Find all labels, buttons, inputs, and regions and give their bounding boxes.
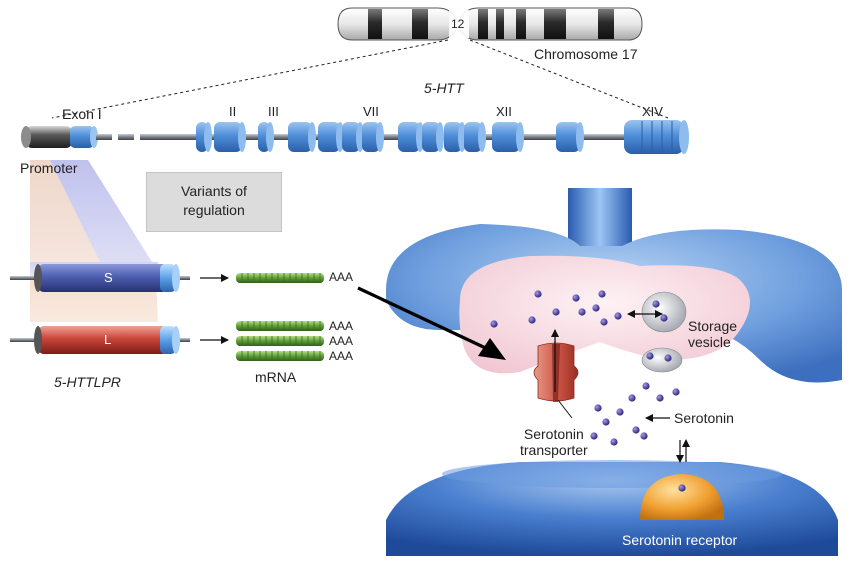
transporter-leader-line <box>557 399 573 419</box>
serotonin-molecules <box>490 290 686 492</box>
exon-block <box>464 122 486 152</box>
exon-block <box>362 122 384 152</box>
exon-i-label: Exon I <box>62 106 102 122</box>
annotation-arrows <box>200 274 690 463</box>
polymorphism-label: 5-HTTLPR <box>54 374 121 390</box>
serotonin-molecule <box>610 438 618 446</box>
exon-block <box>342 122 364 152</box>
gene-name-label: 5-HTT <box>424 80 464 96</box>
mrna-strand <box>236 336 324 346</box>
chromosome-band-label: 12 <box>451 17 465 31</box>
exon-block <box>492 122 524 152</box>
serotonin-molecule <box>656 394 664 402</box>
exon-block <box>258 122 274 152</box>
poly-a-tail-long-1: AAA <box>329 319 354 333</box>
serotonin-receptor-label: Serotonin receptor <box>622 532 738 548</box>
mrna-label: mRNA <box>255 369 297 385</box>
mrna-strand <box>236 321 324 331</box>
exon-block <box>288 122 316 152</box>
exon-xiv-label: XIV <box>642 104 663 119</box>
serotonin-molecule <box>614 312 622 320</box>
serotonin-molecule <box>594 404 602 412</box>
exon-xii-label: XII <box>496 104 512 119</box>
serotonin-molecule <box>660 314 668 322</box>
translation-arrow <box>357 286 495 354</box>
serotonin-molecule <box>572 294 580 302</box>
presynaptic-cytoplasm <box>459 255 750 374</box>
regulation-variants-box: Variants of regulation <box>146 172 282 232</box>
zoom-line-left <box>51 39 449 119</box>
serotonin-molecule <box>490 320 498 328</box>
promoter-label: Promoter <box>20 160 78 176</box>
serotonin-molecule <box>616 408 624 416</box>
serotonin-label: Serotonin <box>674 410 734 426</box>
serotonin-molecule <box>528 316 536 324</box>
exon-block <box>556 122 584 152</box>
serotonin-molecule <box>592 304 600 312</box>
exon-iii-label: III <box>268 104 279 119</box>
mrna-strand <box>236 273 324 283</box>
serotonin-molecule <box>534 290 542 298</box>
exon-ii-label: II <box>229 104 237 119</box>
serotonin-molecule <box>598 290 606 298</box>
poly-a-tail-short: AAA <box>329 270 354 284</box>
regulation-line-1: Variants of <box>181 183 247 199</box>
serotonin-molecule <box>578 308 586 316</box>
poly-a-tail-long-3: AAA <box>329 349 354 363</box>
exon-block <box>444 122 466 152</box>
promoter-block <box>26 126 72 148</box>
serotonin-transporter-label: Serotonin transporter <box>520 426 588 458</box>
serotonin-molecule <box>602 418 610 426</box>
gene-5htt <box>21 120 689 154</box>
serotonin-molecule <box>590 432 598 440</box>
serotonin-receptor <box>640 474 724 520</box>
mrna-strand <box>236 351 324 361</box>
serotonin-transporter <box>533 329 579 419</box>
serotonin-molecule <box>646 352 654 360</box>
exon-block <box>318 122 344 152</box>
exon-block <box>398 122 424 152</box>
serotonin-molecule <box>652 300 660 308</box>
serotonin-molecule <box>552 308 560 316</box>
postsynaptic-neuron <box>386 460 838 556</box>
serotonin-molecule <box>672 388 680 396</box>
long-allele-rod <box>10 326 190 354</box>
serotonin-molecule <box>640 432 648 440</box>
exon-vii-label: VII <box>363 104 379 119</box>
regulation-line-2: regulation <box>183 202 245 218</box>
long-allele-label: L <box>104 332 112 347</box>
storage-vesicle-label: Storage vesicle <box>688 318 738 350</box>
serotonin-molecule <box>664 354 672 362</box>
exon-block-xiv <box>624 120 689 154</box>
serotonin-molecule <box>678 484 686 492</box>
chromosome <box>337 7 643 41</box>
exon-block <box>214 122 246 152</box>
exon-block <box>422 122 444 152</box>
serotonin-molecule <box>642 382 650 390</box>
chromosome-name-label: Chromosome 17 <box>534 46 638 62</box>
short-allele-label: S <box>104 270 113 285</box>
exon-block <box>196 122 212 152</box>
serotonin-molecule <box>628 394 636 402</box>
poly-a-tail-long-2: AAA <box>329 334 354 348</box>
storage-vesicle <box>641 291 687 333</box>
presynaptic-neuron <box>386 188 842 383</box>
short-allele-rod <box>10 264 190 292</box>
serotonin-molecule <box>600 318 608 326</box>
serotonin-molecule <box>632 426 640 434</box>
storage-vesicle-fusing <box>641 347 683 373</box>
